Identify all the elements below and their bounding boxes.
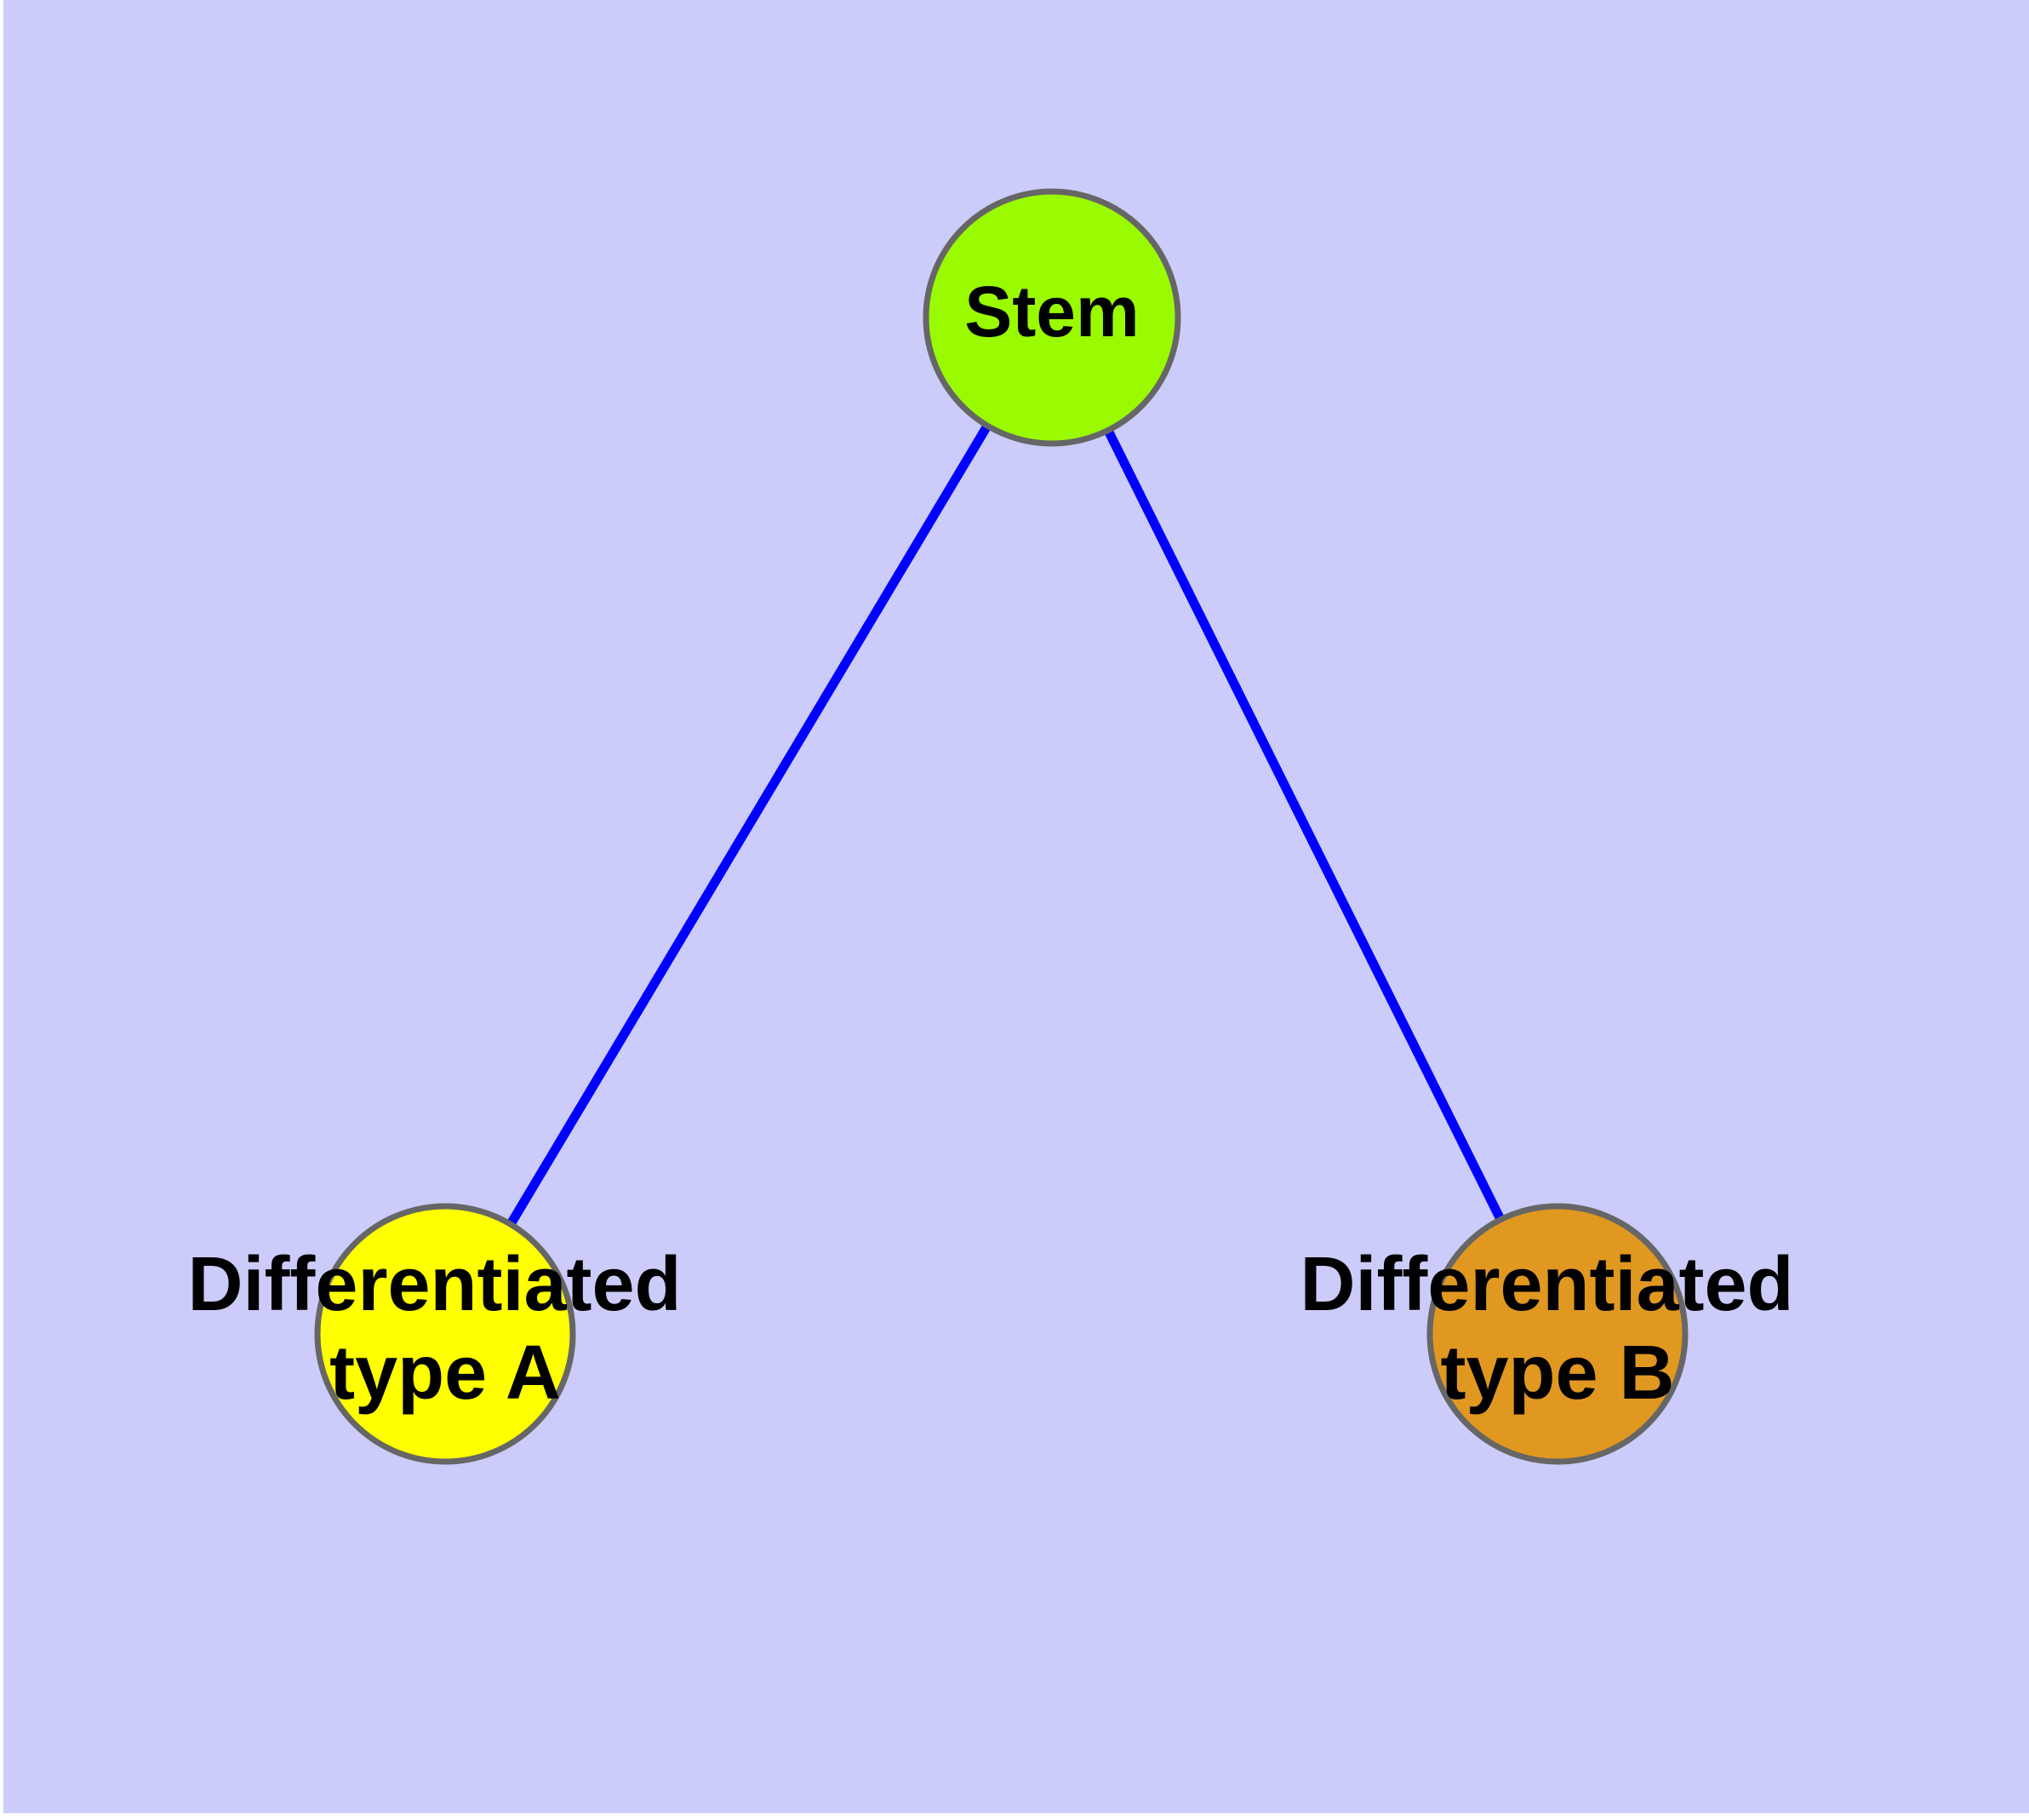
node-label-line: Differentiated — [187, 1242, 681, 1327]
node-label-line: Differentiated — [1300, 1242, 1793, 1327]
node-label-differentiated-type-a: Differentiated type A — [187, 1242, 702, 1416]
node-label-stem: Stem — [964, 272, 1139, 352]
node-differentiated-type-a[interactable]: Differentiated type A — [187, 1203, 702, 1465]
node-label-line: type A — [329, 1331, 561, 1416]
edge-layer — [506, 423, 1506, 1228]
node-circle-stem[interactable] — [923, 188, 1181, 447]
node-stem[interactable]: Stem — [923, 188, 1181, 447]
node-circle-differentiated-type-b[interactable] — [1426, 1203, 1689, 1465]
node-circle-differentiated-type-a[interactable] — [314, 1203, 576, 1465]
node-layer: Stem Differentiated type A Differentiate… — [187, 188, 1815, 1465]
node-label-line: type B — [1440, 1331, 1674, 1416]
edge-stem-to-differentiated-type-a[interactable] — [506, 423, 992, 1228]
node-differentiated-type-b[interactable]: Differentiated type B — [1300, 1203, 1815, 1465]
edge-stem-to-differentiated-type-b[interactable] — [1103, 428, 1506, 1222]
node-label-differentiated-type-b: Differentiated type B — [1300, 1242, 1815, 1416]
